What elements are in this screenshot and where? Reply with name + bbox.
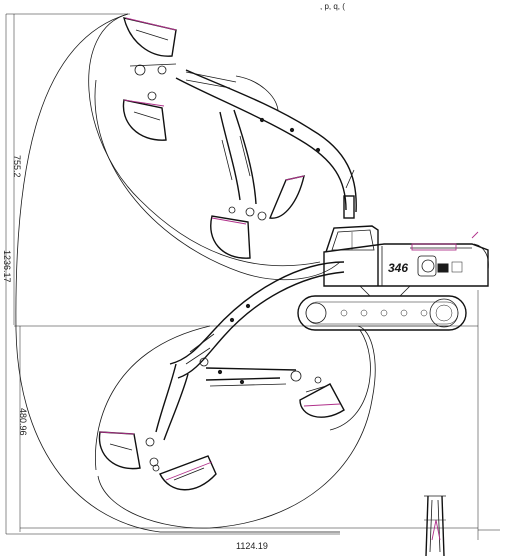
bucket-upper-left [122, 91, 167, 141]
front-view-attachment [424, 495, 446, 556]
working-range-envelope [15, 13, 376, 533]
bucket-lower-bottom [152, 455, 217, 491]
dimension-lines [5, 13, 500, 540]
header-fragment: , p, q, ( [320, 2, 345, 11]
arm-extended-position [205, 367, 297, 387]
bucket-lower-left [98, 431, 159, 470]
boom-ground-position [155, 261, 345, 441]
bucket-top [123, 17, 177, 76]
boom-foot [343, 195, 355, 219]
bucket-lower-right [290, 370, 345, 418]
excavator-machine: 346 [297, 225, 489, 331]
model-badge: 346 [388, 261, 408, 275]
arm-hanging-position [219, 109, 257, 217]
upper-structure [323, 243, 489, 287]
dim-label-total-height: 1236.17 [2, 250, 12, 283]
dim-label-upper-height: 755.2 [12, 155, 22, 178]
boom-raised-position [175, 69, 357, 219]
bucket-upper-curl [210, 175, 305, 259]
dim-label-reach-width: 1124.19 [236, 541, 268, 551]
dim-label-lower-depth: 480.96 [18, 408, 28, 436]
track-frame [297, 295, 467, 331]
cab [325, 225, 379, 286]
idler [305, 302, 327, 324]
track-rollers [340, 309, 428, 317]
sprocket [429, 298, 459, 328]
